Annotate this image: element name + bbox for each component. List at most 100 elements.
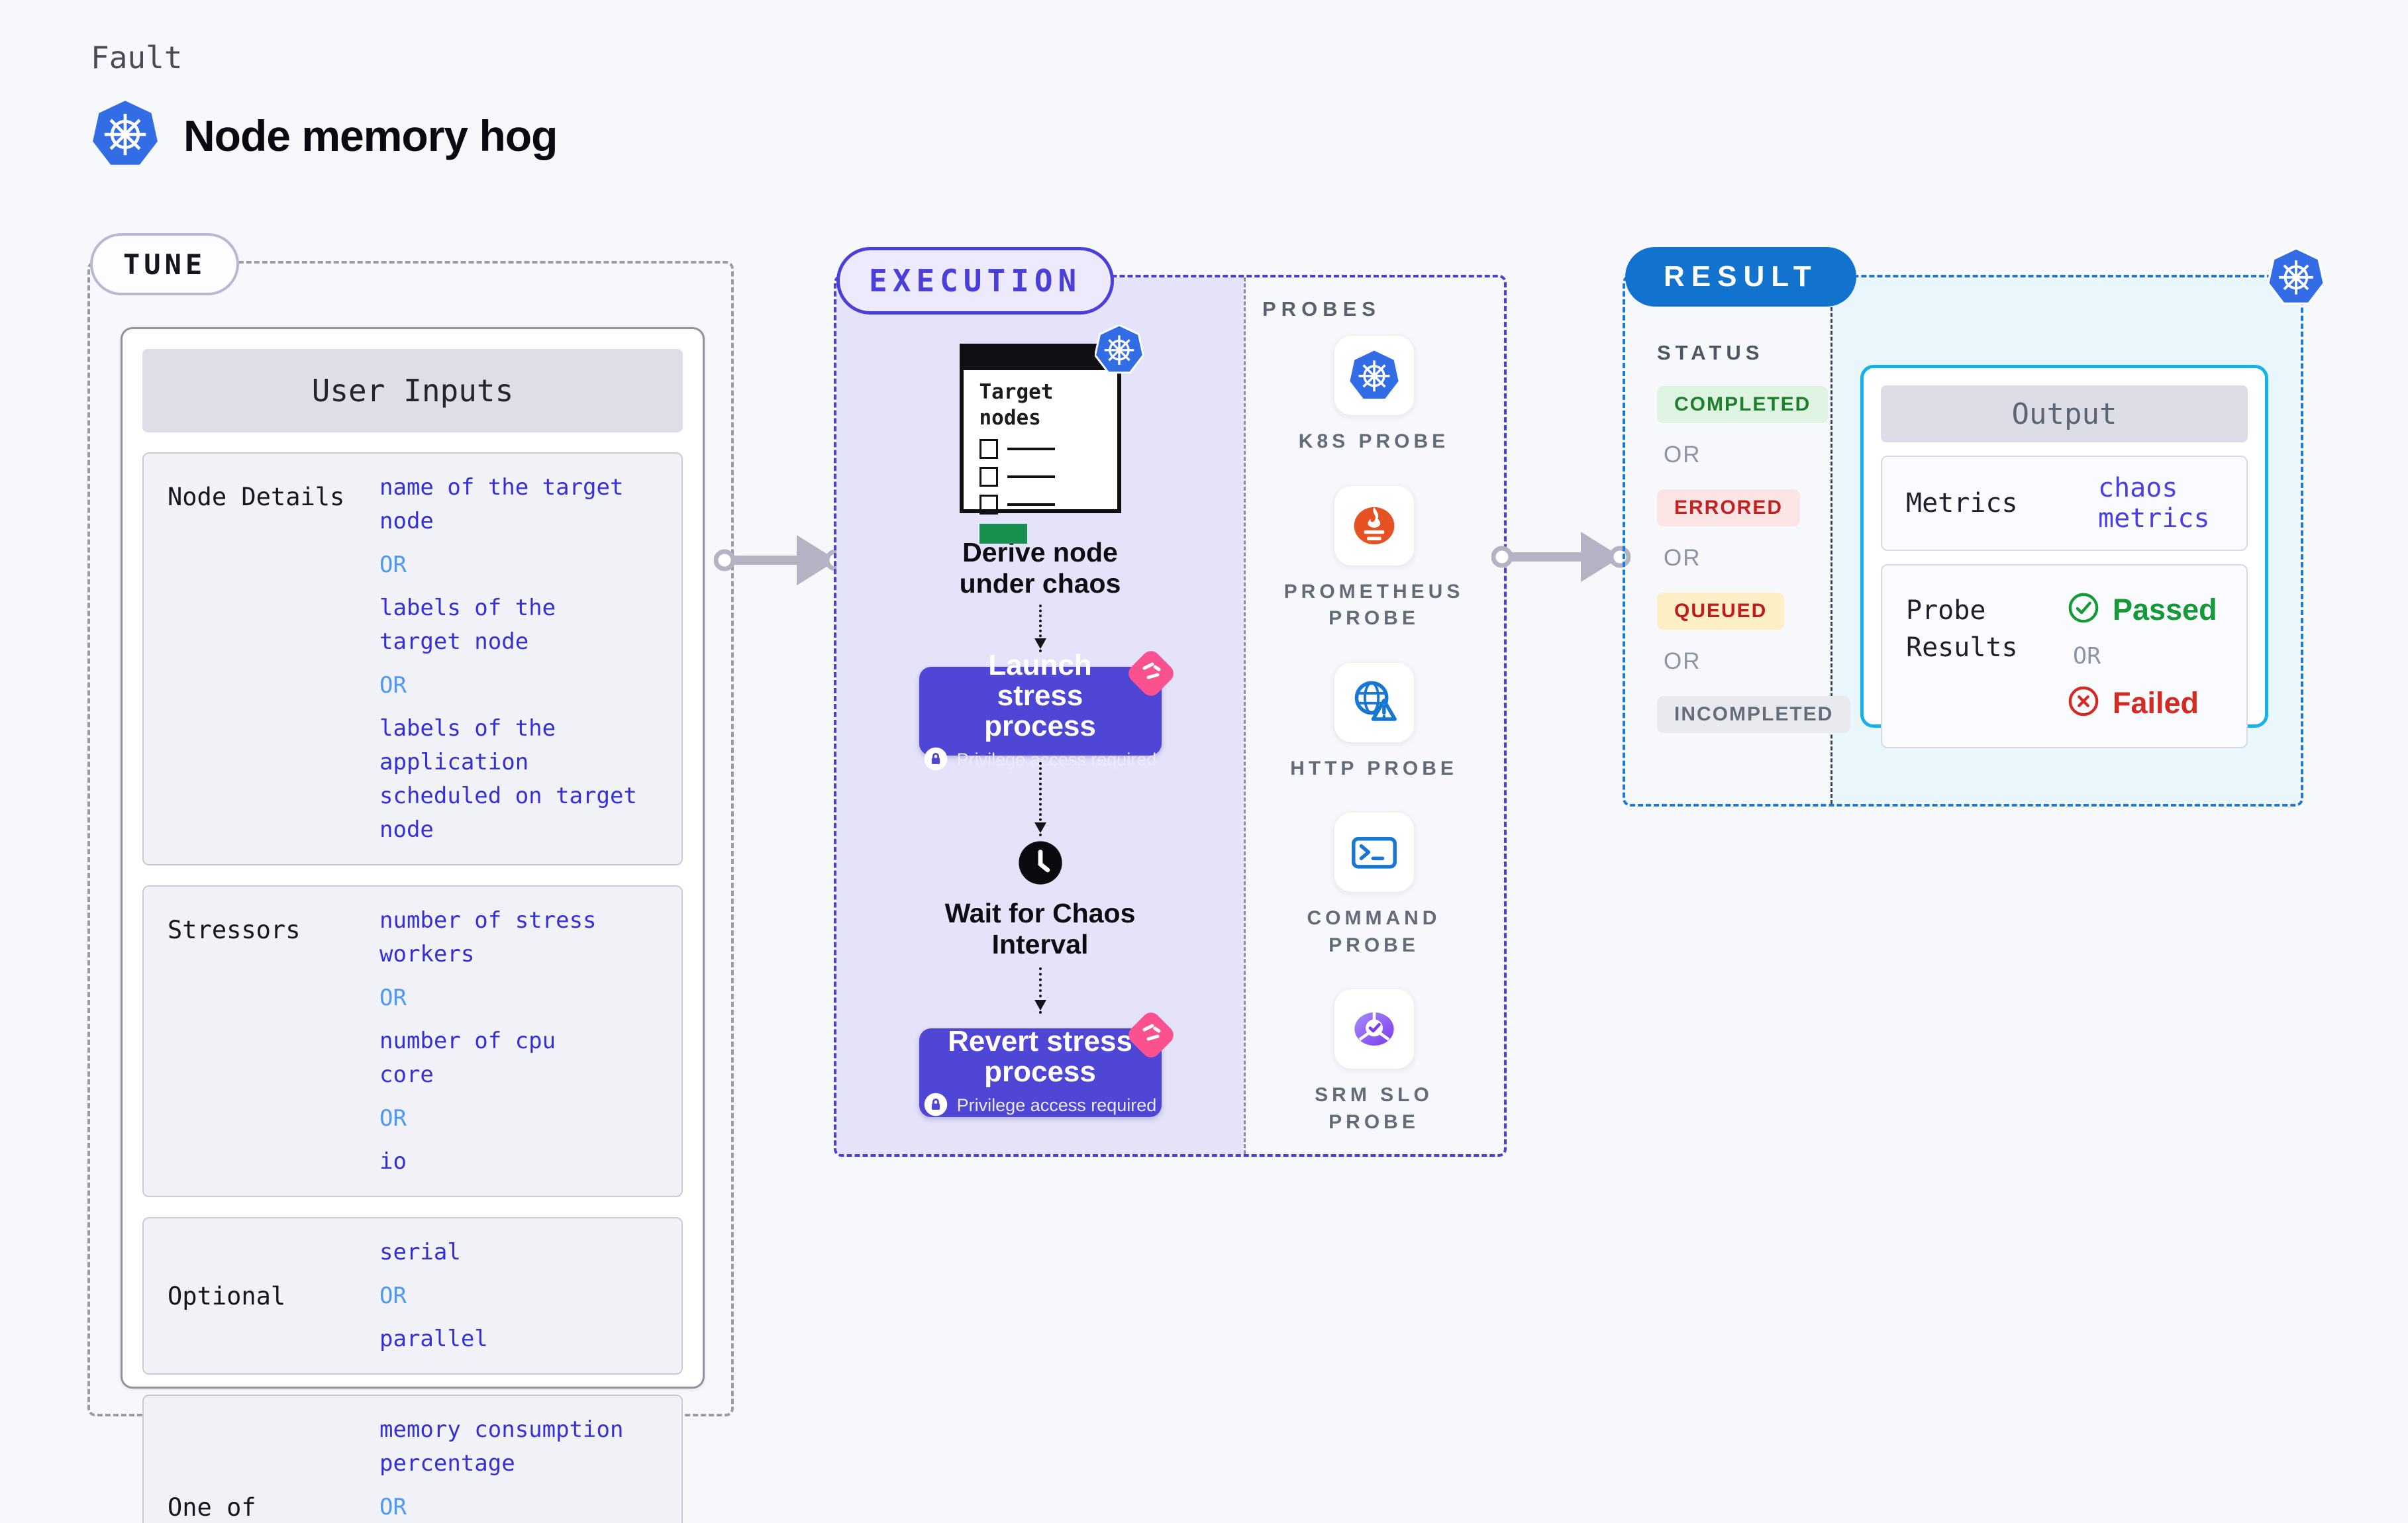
- status-badge-errored: ERRORED: [1657, 489, 1801, 526]
- execution-probes-divider: [1244, 277, 1246, 1154]
- slo-gauge-icon: [1334, 989, 1414, 1069]
- terminal-icon: [1334, 812, 1414, 892]
- target-card-titlebar: [963, 348, 1117, 370]
- checkbox-row: [979, 438, 1117, 459]
- privilege-note: Privilege access required: [956, 1095, 1157, 1116]
- probe-results-label: Probe Results: [1906, 595, 2018, 663]
- status-title: STATUS: [1657, 341, 1764, 364]
- kubernetes-icon: [2266, 246, 2326, 309]
- flow-connector: [1034, 967, 1046, 1014]
- chaos-ribbon-icon: [1124, 647, 1178, 700]
- result-badge: RESULT: [1625, 247, 1856, 307]
- clock-icon: [1018, 840, 1063, 889]
- or-label: OR: [1664, 442, 1701, 467]
- failed-label: Failed: [2113, 685, 2199, 720]
- button-label: Revert stress process: [948, 1024, 1132, 1089]
- passed-label: Passed: [2113, 592, 2217, 626]
- fault-kicker: Fault: [91, 40, 183, 75]
- probe-item-prometheus: PROMETHEUS PROBE: [1268, 485, 1480, 632]
- or-label: OR: [1664, 648, 1701, 674]
- probe-label: SRM SLO PROBE: [1315, 1084, 1433, 1133]
- or-label: OR: [379, 985, 407, 1011]
- kubernetes-icon: [1093, 324, 1144, 377]
- table-row-stressors: Stressors number of stress workers OR nu…: [142, 885, 683, 1197]
- execution-flow: Target nodes Derive node under chaos: [836, 277, 1244, 1154]
- privilege-note: Privilege access required: [956, 750, 1157, 770]
- probe-item-command: COMMAND PROBE: [1268, 812, 1480, 959]
- tune-section: TUNE User Inputs Node Details name of th…: [87, 233, 734, 1523]
- or-label: OR: [379, 672, 407, 699]
- status-badge-completed: COMPLETED: [1657, 386, 1829, 423]
- tune-to-execution-arrow: [714, 535, 846, 585]
- lock-icon: [924, 747, 948, 773]
- row-option: number of cpu core: [379, 1028, 556, 1088]
- row-label: Node Details: [168, 483, 345, 511]
- x-circle-icon: [2068, 685, 2099, 720]
- probe-label: K8S PROBE: [1298, 430, 1450, 452]
- row-option: name of the target node: [379, 474, 624, 534]
- globe-warning-icon: [1334, 662, 1414, 742]
- user-inputs-header: User Inputs: [142, 349, 683, 432]
- metrics-row: Metrics chaos metrics: [1881, 456, 2248, 551]
- row-option: io: [379, 1148, 407, 1175]
- row-option: memory consumption percentage: [379, 1416, 624, 1477]
- probe-item-k8s: K8S PROBE: [1268, 336, 1480, 456]
- prometheus-icon: [1334, 485, 1414, 565]
- or-label: OR: [2073, 643, 2101, 669]
- row-option: labels of the application scheduled on t…: [379, 715, 637, 843]
- tune-badge: TUNE: [90, 233, 240, 295]
- checkbox-row: [979, 494, 1117, 515]
- probe-label: PROMETHEUS PROBE: [1283, 580, 1464, 630]
- probe-results-row: Probe Results Passed OR: [1881, 564, 2248, 748]
- status-column: STATUS COMPLETED OR ERRORED OR QUEUED OR…: [1657, 341, 1851, 733]
- or-label: OR: [1664, 545, 1701, 571]
- probes-title: PROBES: [1262, 297, 1381, 320]
- row-option: number of stress workers: [379, 907, 597, 967]
- row-label: Optional: [168, 1281, 286, 1310]
- or-label: OR: [379, 1494, 407, 1520]
- table-row-one-of: One of memory consumption percentage OR …: [142, 1395, 683, 1523]
- checkbox-row: [979, 466, 1117, 487]
- check-circle-icon: [2068, 592, 2099, 627]
- status-badge-incompleted: INCOMPLETED: [1657, 696, 1851, 733]
- or-label: OR: [379, 1105, 407, 1132]
- row-option: serial: [379, 1239, 461, 1265]
- row-label: Stressors: [168, 916, 301, 944]
- page-header: Node memory hog: [91, 99, 558, 172]
- table-row-optional: Optional serial OR parallel: [142, 1217, 683, 1375]
- metrics-label: Metrics: [1906, 488, 2018, 518]
- probe-item-srm-slo: SRM SLO PROBE: [1268, 989, 1480, 1136]
- kubernetes-icon: [1334, 336, 1414, 415]
- launch-stress-process-button[interactable]: Launch stress process Privilege access r…: [919, 647, 1178, 771]
- result-section: RESULT STATUS COMPLETED OR ERRORED OR QU…: [1623, 246, 2326, 807]
- or-label: OR: [379, 1283, 407, 1309]
- page-title: Node memory hog: [183, 111, 558, 160]
- metrics-value: chaos metrics: [2098, 473, 2210, 534]
- result-divider: [1831, 277, 1832, 804]
- probes-panel: PROBES: [1244, 277, 1504, 1154]
- flow-connector: [1034, 605, 1046, 653]
- target-card-title: Target nodes: [979, 380, 1054, 430]
- lock-icon: [924, 1093, 948, 1118]
- execution-section: EXECUTION: [834, 247, 1507, 1157]
- execution-badge: EXECUTION: [836, 247, 1115, 315]
- button-label: Launch stress process: [984, 648, 1096, 742]
- probe-label: HTTP PROBE: [1290, 757, 1458, 779]
- derive-node-label: Derive node under chaos: [959, 537, 1121, 599]
- wait-interval-label: Wait for Chaos Interval: [944, 898, 1136, 960]
- kubernetes-icon: [91, 99, 160, 172]
- row-option: parallel: [379, 1326, 488, 1352]
- probe-item-http: HTTP PROBE: [1268, 662, 1480, 783]
- table-row-node-details: Node Details name of the target node OR …: [142, 452, 683, 865]
- target-card-button: [979, 523, 1027, 544]
- revert-stress-process-button[interactable]: Revert stress process Privilege access r…: [919, 1008, 1178, 1118]
- row-option: labels of the target node: [379, 595, 556, 655]
- or-label: OR: [379, 552, 407, 578]
- flow-connector: [1034, 762, 1046, 837]
- execution-to-result-arrow: [1491, 532, 1630, 582]
- row-label: One of: [168, 1493, 256, 1522]
- output-card: Output Metrics chaos metrics Probe Resul…: [1860, 365, 2268, 748]
- probe-label: COMMAND PROBE: [1307, 907, 1441, 956]
- target-nodes-card: Target nodes: [959, 324, 1144, 544]
